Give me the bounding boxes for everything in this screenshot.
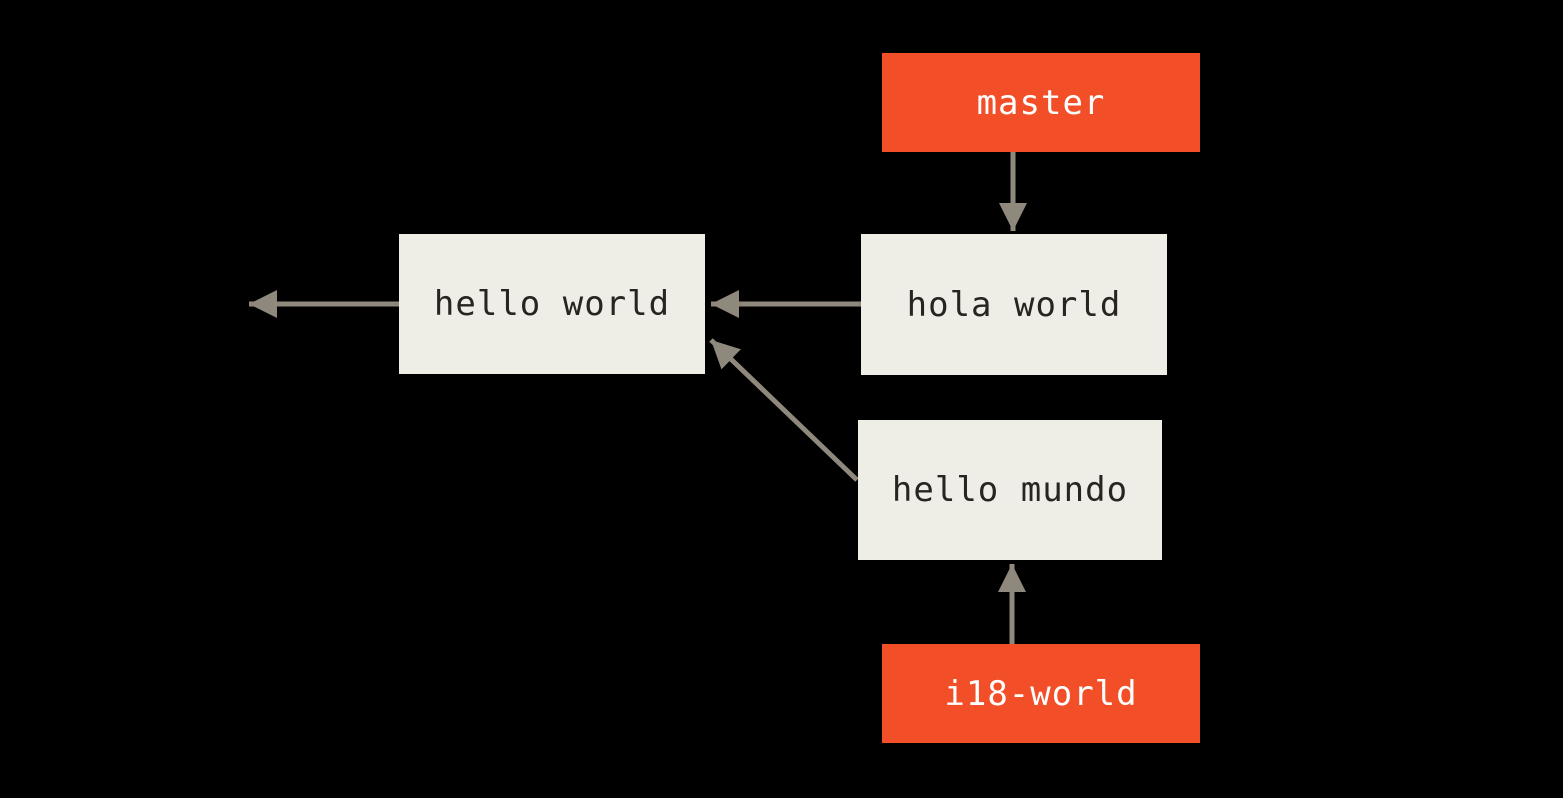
- commit-hello-mundo: hello mundo: [858, 420, 1162, 560]
- edge-hello-mundo-to-hello-world: [709, 338, 859, 482]
- commit-hola-world: hola world: [861, 234, 1167, 375]
- branch-master: master: [882, 53, 1200, 152]
- node-label: hello world: [433, 284, 671, 324]
- branch-i18-world: i18-world: [882, 644, 1200, 743]
- node-label: hola world: [906, 284, 1122, 325]
- node-label: master: [976, 82, 1106, 123]
- node-label: hello mundo: [891, 470, 1129, 510]
- node-label: i18-world: [944, 673, 1138, 714]
- commit-hello-world: hello world: [399, 234, 705, 374]
